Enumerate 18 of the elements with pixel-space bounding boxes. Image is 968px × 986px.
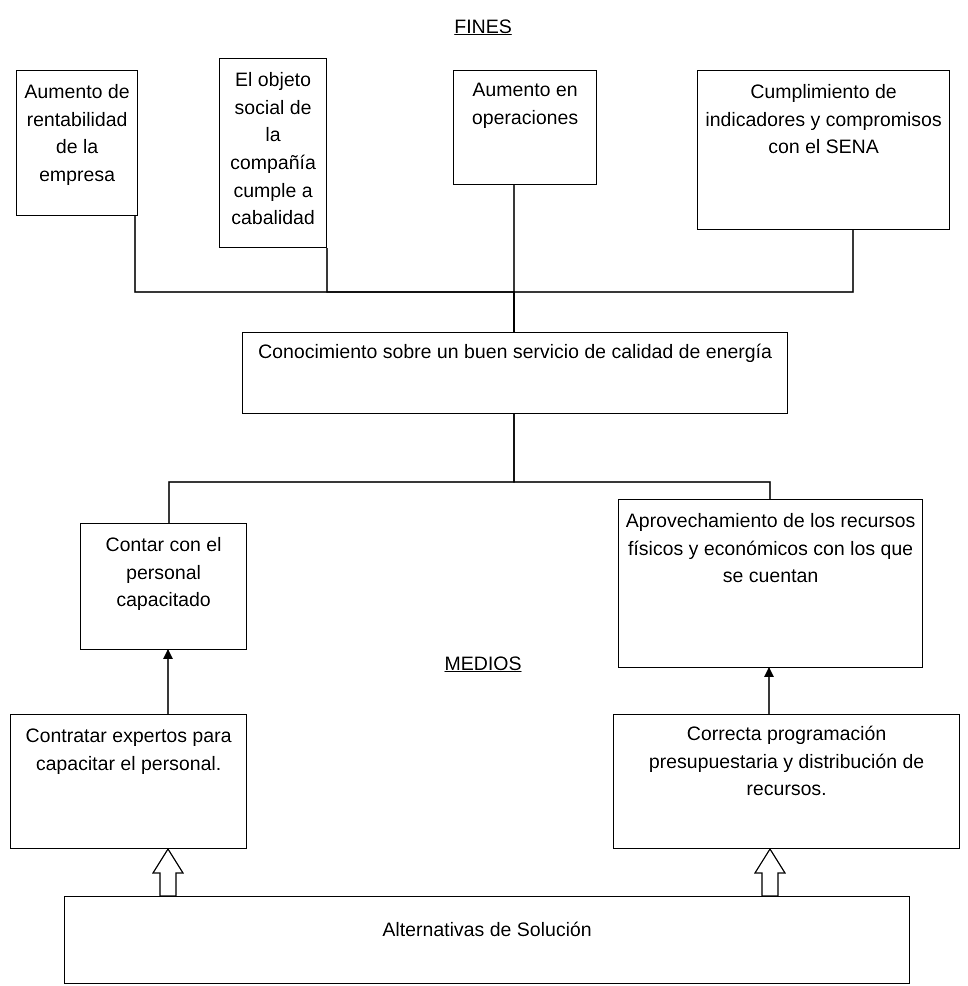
text-box: Cumplimiento de indicadores y compromisos con el SENA <box>697 70 950 230</box>
text-box: Correcta programación presupuestaria y distribución de recursos. <box>613 714 960 849</box>
text-box: El objeto social de la compañía cumple a cabalidad <box>219 58 327 248</box>
connector-line <box>513 414 771 499</box>
text-box: Conocimiento sobre un buen servicio de calidad de energía <box>242 332 788 414</box>
section-heading: FINES <box>454 16 512 39</box>
block-arrow <box>152 848 184 897</box>
text-box: Alternativas de Solución <box>64 896 910 984</box>
text-box: Aprovechamiento de los recursos físicos y económicos con los que se cuentan <box>618 499 923 668</box>
block-arrow <box>754 848 786 897</box>
text-box: Aumento en operaciones <box>453 70 597 185</box>
text-box: Contar con el personal capacitado <box>80 523 247 650</box>
arrow <box>764 667 774 714</box>
connector-line <box>513 230 854 332</box>
text-box: Contratar expertos para capacitar el personal. <box>10 714 247 849</box>
arrow <box>163 649 173 714</box>
section-heading: MEDIOS <box>444 653 522 676</box>
text-box: Aumento de rentabilidad de la empresa <box>16 70 138 216</box>
